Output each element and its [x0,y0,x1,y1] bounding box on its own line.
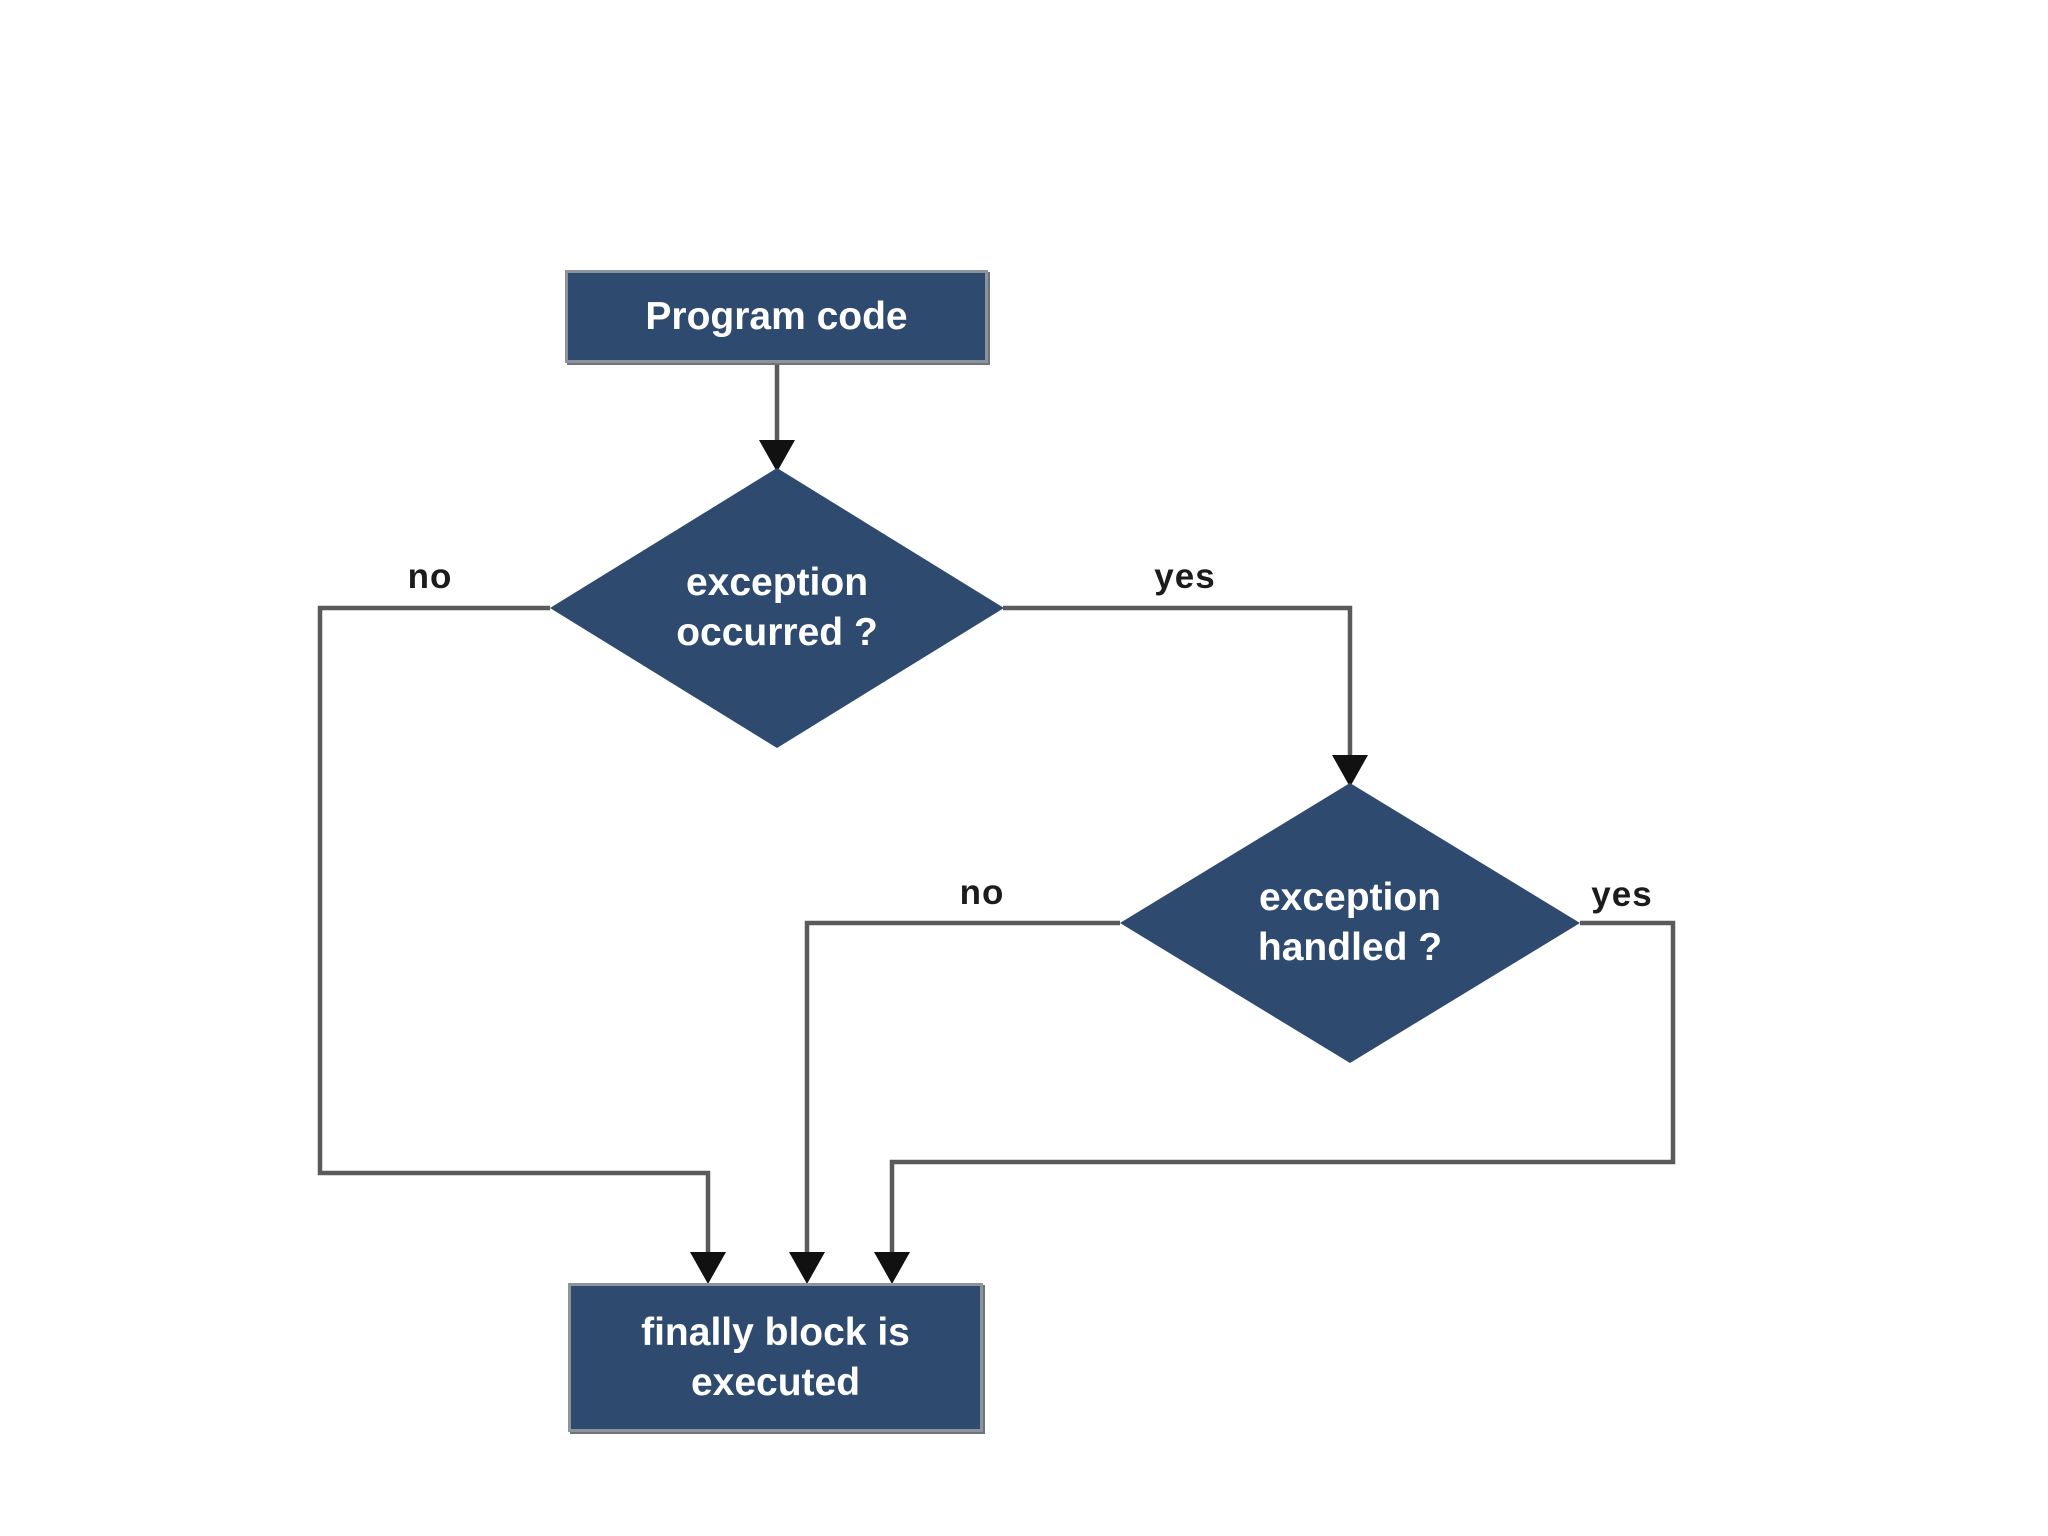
arrowhead-occurred-no [690,1252,726,1284]
connector-handled-no [804,920,1120,1254]
node-exception-occurred-label: exception occurred ? [676,561,878,654]
edge-label-handled-no: no [959,873,1005,912]
connector-occurred-no [317,605,711,1254]
edge-label-occurred-no: no [407,557,453,596]
arrowhead-start-to-occurred [759,440,795,472]
arrowhead-handled-yes [874,1252,910,1284]
node-finally-block: finally block is executed [568,1283,983,1432]
arrowhead-handled-no [789,1252,825,1284]
node-exception-handled-label: exception handled ? [1257,876,1443,969]
arrowhead-occurred-yes [1332,755,1368,787]
node-program-code-label: Program code [645,294,908,338]
edge-label-occurred-yes: yes [1154,557,1216,596]
node-program-code: Program code [565,270,988,363]
connector-occurred-yes [1003,605,1353,757]
connector-handled-yes [889,920,1676,1254]
node-finally-block-label: finally block is executed [641,1310,910,1404]
edge-label-handled-yes: yes [1591,875,1653,914]
